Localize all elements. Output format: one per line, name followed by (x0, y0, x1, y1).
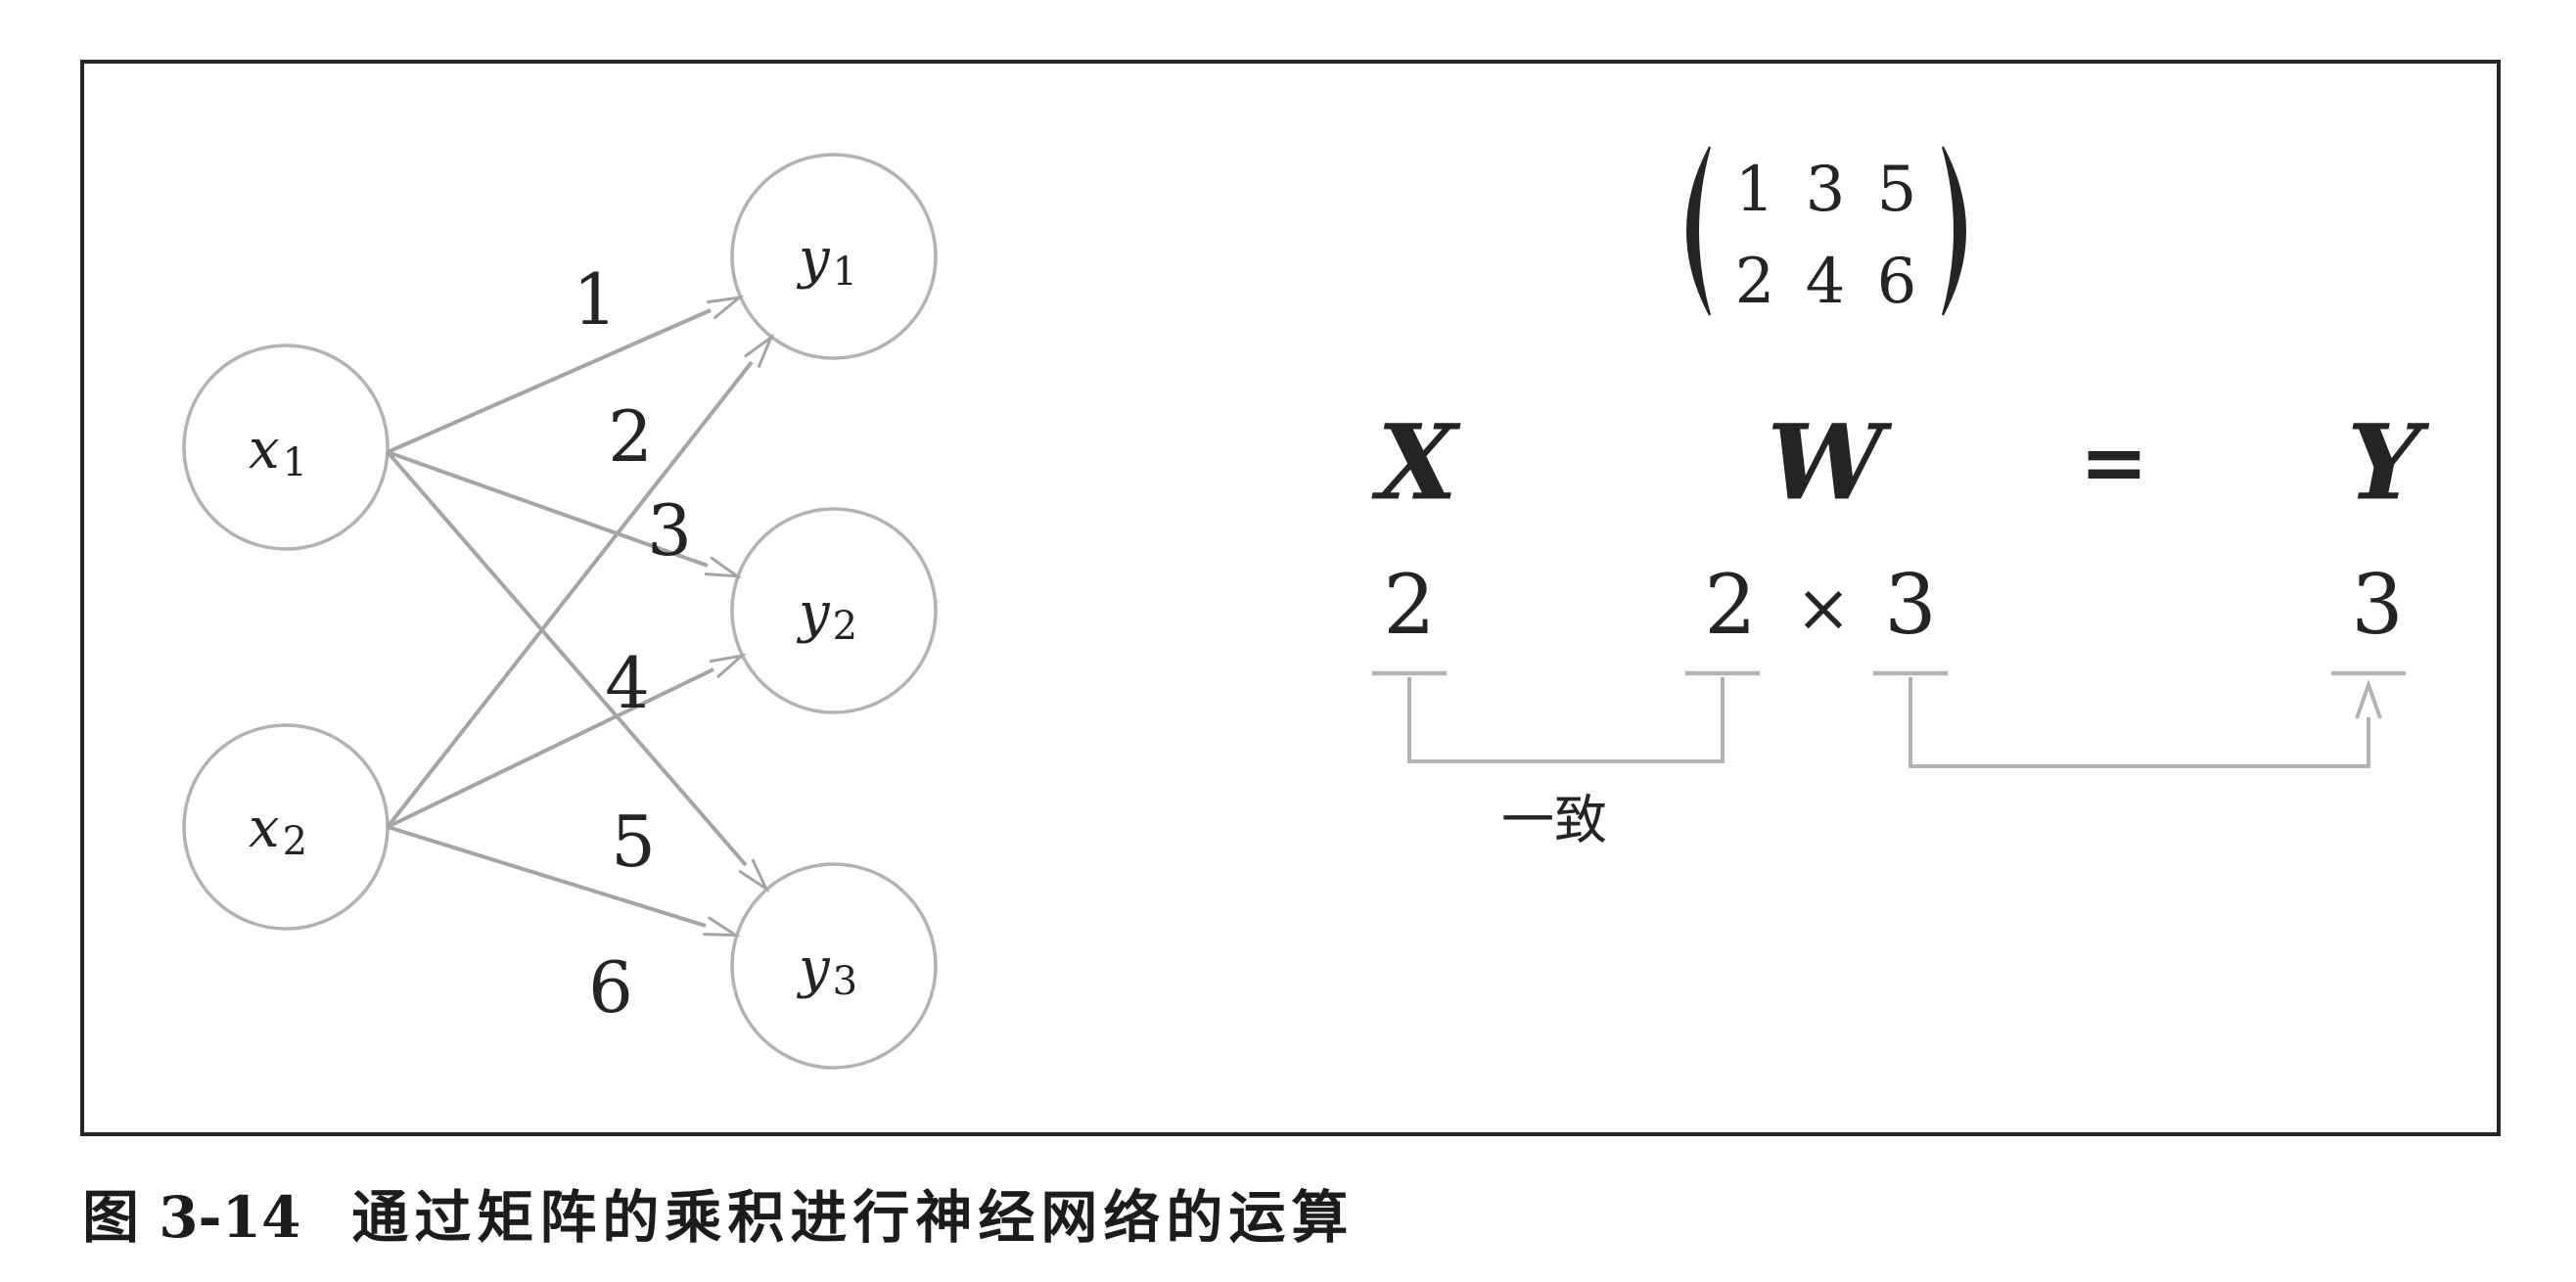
node-x1-label: x1 (249, 418, 307, 486)
node-x1-circle (182, 343, 390, 551)
matrix-cell: 4 (1806, 246, 1846, 318)
edge-weight-label: 6 (588, 946, 633, 1029)
node-y1-circle (730, 153, 938, 360)
equation-row: X W = Y (1371, 401, 2430, 524)
match-label: 一致 (1501, 790, 1607, 851)
edge-weight-label: 4 (605, 642, 650, 724)
node-y2-circle (730, 507, 938, 714)
matrix-cell: 6 (1877, 246, 1917, 318)
result-arrow-line (1909, 677, 2370, 768)
equation-term-w: W (1767, 401, 1892, 524)
network-diagram: 1 2 3 4 5 6 x1 x2 y1 y2 y3 (182, 153, 938, 1070)
matrix-left-paren (1686, 146, 1711, 316)
matrix-cell: 1 (1735, 154, 1775, 226)
edge-x2-y3-arrow (387, 825, 741, 938)
weight-matrix: 1 3 5 2 4 6 (1686, 146, 1966, 318)
edge-x2-y1-arrow (386, 333, 775, 829)
edge-weight-label: 3 (647, 489, 692, 572)
multiply-sign: × (1796, 571, 1852, 648)
node-x2-label: x2 (249, 797, 307, 865)
edge-weight-label: 2 (608, 395, 653, 478)
shape-annotations: 一致 (1372, 670, 2406, 851)
equation-term-y: Y (2347, 401, 2430, 524)
figure-caption-title: 通过矩阵的乘积进行神经网络的运算 (351, 1184, 1355, 1251)
node-y3-label: y3 (796, 937, 857, 1005)
node-y1-label: y1 (796, 227, 857, 296)
node-y3-circle (730, 862, 938, 1070)
dim-w-rows: 2 (1704, 557, 1756, 653)
equals-sign: = (2080, 414, 2148, 511)
dim-x: 2 (1383, 557, 1435, 653)
matrix-cell: 2 (1735, 246, 1775, 318)
figure-border (80, 60, 2501, 1136)
matrix-cell: 5 (1877, 154, 1917, 226)
shape-row: 2 2 × 3 3 (1383, 557, 2403, 653)
dim-w-cols: 3 (1884, 557, 1936, 653)
edge-x2-y2-arrow (387, 653, 747, 829)
edge-weight-label: 5 (611, 801, 656, 883)
figure-caption-number: 图 3-14 (82, 1184, 301, 1251)
dim-y: 3 (2351, 557, 2403, 653)
equation-term-x: X (1371, 401, 1461, 524)
match-bracket (1407, 677, 1725, 763)
edge-x1-y1-arrow (387, 295, 745, 454)
edge-x1-y3-arrow (386, 450, 770, 893)
matrix-right-paren (1942, 146, 1966, 316)
edge-x1-y2-arrow (387, 450, 743, 578)
result-arrowhead (2355, 678, 2382, 719)
matrix-cell: 3 (1806, 154, 1846, 226)
figure-caption: 图 3-14 通过矩阵的乘积进行神经网络的运算 (82, 1171, 1354, 1254)
edge-weight-label: 1 (573, 258, 618, 341)
node-y2-label: y2 (796, 581, 857, 650)
